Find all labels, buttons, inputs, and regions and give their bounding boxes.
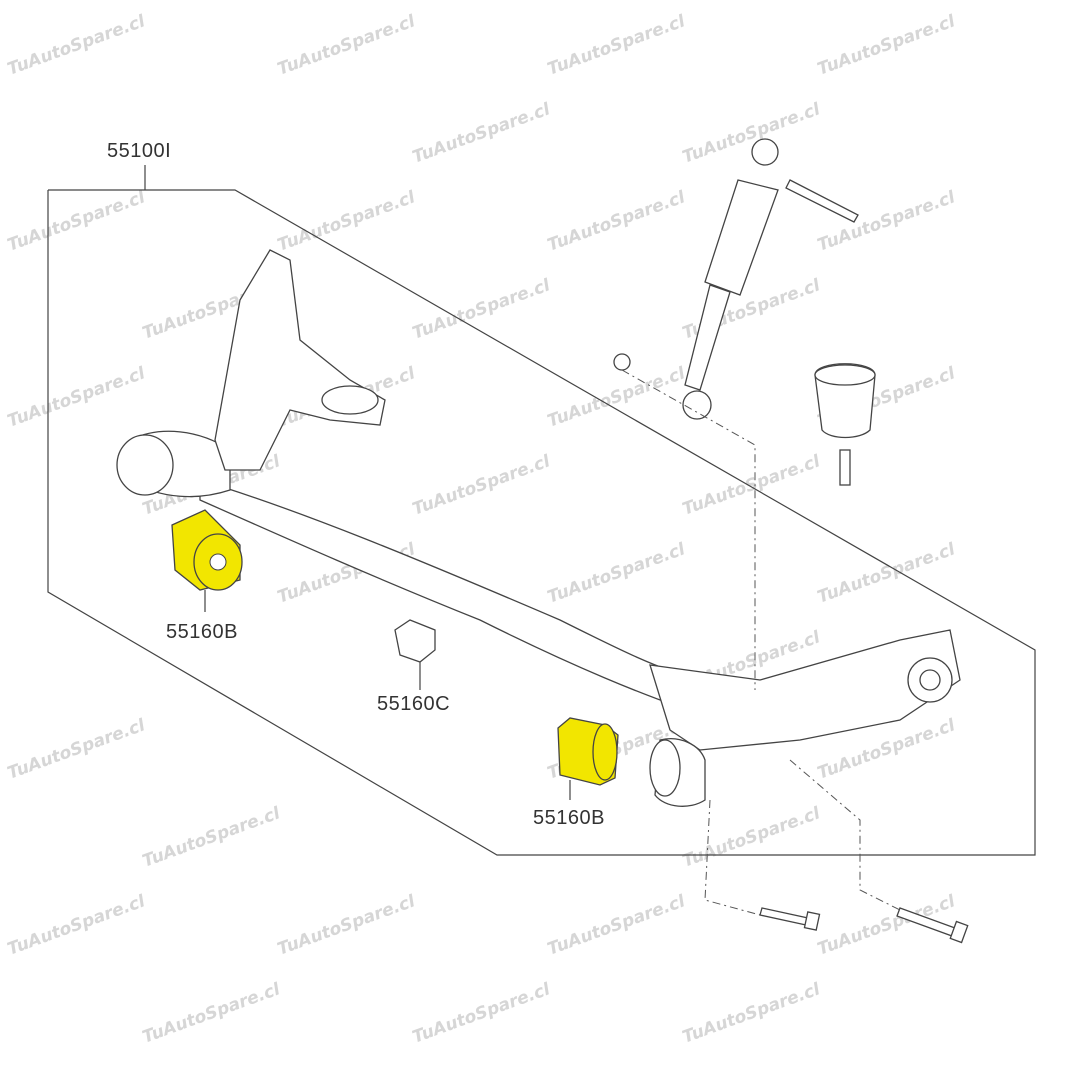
watermark-text: TuAutoSpare.cl <box>545 11 689 80</box>
watermark-text: TuAutoSpare.cl <box>545 363 689 432</box>
shock-absorber <box>613 138 859 420</box>
watermark-text: TuAutoSpare.cl <box>545 187 689 256</box>
label-bracket: 55160C <box>375 692 453 716</box>
label-assembly: 55100I <box>105 139 174 163</box>
watermark-text: TuAutoSpare.cl <box>680 99 824 168</box>
watermark-text: TuAutoSpare.cl <box>140 803 284 872</box>
watermark-text: TuAutoSpare.cl <box>275 187 419 256</box>
watermark-text: TuAutoSpare.cl <box>410 99 554 168</box>
watermark-text: TuAutoSpare.cl <box>680 979 824 1048</box>
axle-beam <box>116 249 961 807</box>
bump-stop <box>814 363 876 486</box>
bushing-left-highlighted <box>171 509 243 591</box>
watermark-text: TuAutoSpare.cl <box>815 11 959 80</box>
watermark-text: TuAutoSpare.cl <box>815 539 959 608</box>
watermark-text: TuAutoSpare.cl <box>815 187 959 256</box>
watermark-text: TuAutoSpare.cl <box>680 451 824 520</box>
watermark-text: TuAutoSpare.cl <box>410 979 554 1048</box>
watermark-text: TuAutoSpare.cl <box>5 363 149 432</box>
bracket-55160c <box>394 619 436 663</box>
assembly-path-line <box>621 369 756 690</box>
watermark-text: TuAutoSpare.cl <box>5 11 149 80</box>
watermark-text: TuAutoSpare.cl <box>410 275 554 344</box>
watermark-text: TuAutoSpare.cl <box>140 979 284 1048</box>
watermark-text: TuAutoSpare.cl <box>275 11 419 80</box>
label-bushing-left: 55160B <box>164 620 240 644</box>
label-bushing-right: 55160B <box>531 806 607 830</box>
watermark-text: TuAutoSpare.cl <box>545 891 689 960</box>
assembly-outline <box>47 189 1036 856</box>
assembly-path-line <box>704 799 761 916</box>
bushing-right-highlighted <box>557 717 619 786</box>
watermark-text: TuAutoSpare.cl <box>275 891 419 960</box>
bolt-lower-left <box>759 907 821 931</box>
watermark-text: TuAutoSpare.cl <box>680 803 824 872</box>
watermark-text: TuAutoSpare.cl <box>5 715 149 784</box>
watermark-text: TuAutoSpare.cl <box>5 891 149 960</box>
watermark-text: TuAutoSpare.cl <box>410 451 554 520</box>
watermark-text: TuAutoSpare.cl <box>5 187 149 256</box>
assembly-path-line <box>789 759 901 911</box>
watermark-text: TuAutoSpare.cl <box>545 539 689 608</box>
bolt-lower-right <box>896 907 969 944</box>
